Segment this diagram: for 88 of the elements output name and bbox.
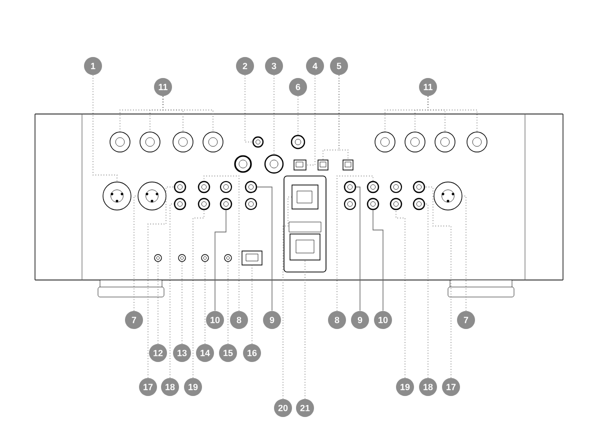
callout-number: 5 bbox=[330, 57, 348, 75]
leader-line bbox=[424, 204, 428, 378]
xlr-connector bbox=[102, 182, 132, 210]
callout-number: 10 bbox=[374, 311, 392, 329]
xlr-connector bbox=[138, 182, 166, 210]
leader-line bbox=[92, 74, 118, 182]
callout-number: 9 bbox=[351, 311, 369, 329]
callout-number: 14 bbox=[196, 344, 214, 362]
callout-number: 21 bbox=[296, 399, 314, 417]
leader-line bbox=[306, 74, 316, 166]
binding-post bbox=[172, 132, 194, 152]
rca-jack bbox=[344, 180, 356, 194]
bnc-connector bbox=[264, 154, 284, 174]
leader-line bbox=[204, 262, 206, 344]
binding-post bbox=[140, 132, 160, 152]
rca-jack bbox=[220, 198, 232, 210]
mini-jack bbox=[224, 254, 232, 262]
callout-number: 4 bbox=[306, 57, 324, 75]
callout-number: 1 bbox=[84, 57, 102, 75]
leader-line bbox=[304, 260, 306, 400]
callout-number: 7 bbox=[125, 311, 143, 329]
leader-line bbox=[170, 204, 174, 378]
rca-jack bbox=[290, 134, 306, 150]
rca-jack bbox=[390, 198, 402, 210]
callout-number: 10 bbox=[206, 311, 224, 329]
callout-number: 19 bbox=[396, 378, 414, 396]
callout-number: 11 bbox=[419, 78, 437, 96]
leader-line bbox=[204, 176, 240, 312]
leader-line bbox=[396, 210, 406, 378]
binding-post bbox=[434, 132, 456, 152]
rca-jack bbox=[252, 136, 264, 148]
binding-post bbox=[466, 132, 488, 152]
rca-jack bbox=[366, 180, 380, 194]
mini-jack bbox=[178, 254, 186, 262]
callout-number: 16 bbox=[243, 344, 261, 362]
callout-number: 2 bbox=[236, 57, 254, 75]
callout-number: 6 bbox=[289, 78, 307, 96]
power-inlet bbox=[290, 234, 320, 260]
rca-jack bbox=[412, 198, 426, 210]
optical-port bbox=[318, 160, 328, 170]
xlr-connector bbox=[434, 182, 462, 210]
leader-line bbox=[424, 186, 452, 378]
leader-line bbox=[372, 210, 384, 312]
mini-jack bbox=[201, 254, 209, 262]
rca-jack bbox=[174, 180, 186, 194]
callout-number: 9 bbox=[263, 311, 281, 329]
rca-jack bbox=[174, 198, 186, 210]
rca-jack bbox=[412, 180, 426, 194]
leader-line bbox=[134, 196, 138, 312]
leader-line bbox=[462, 196, 466, 312]
leader-line bbox=[428, 96, 478, 132]
ethernet-port bbox=[242, 250, 262, 266]
rca-jack bbox=[198, 180, 210, 194]
leader-line bbox=[192, 210, 204, 378]
rca-jack bbox=[366, 198, 380, 210]
callout-number: 18 bbox=[161, 378, 179, 396]
binding-post bbox=[110, 132, 130, 152]
leader-line bbox=[244, 74, 253, 142]
callout-number: 13 bbox=[173, 344, 191, 362]
leader-line bbox=[282, 196, 292, 400]
callout-number: 17 bbox=[442, 378, 460, 396]
callout-number: 15 bbox=[219, 344, 237, 362]
callout-number: 18 bbox=[419, 378, 437, 396]
callout-number: 20 bbox=[274, 399, 292, 417]
leader-line bbox=[148, 186, 174, 378]
power-switch bbox=[292, 184, 318, 210]
optical-port bbox=[342, 160, 354, 170]
callout-number: 8 bbox=[230, 311, 248, 329]
callout-number: 7 bbox=[457, 311, 475, 329]
binding-post bbox=[202, 132, 224, 152]
binding-post bbox=[404, 132, 426, 152]
leader-line bbox=[336, 176, 374, 312]
callout-number: 11 bbox=[154, 78, 172, 96]
leader-line bbox=[356, 186, 360, 312]
callout-number: 3 bbox=[265, 57, 283, 75]
rca-jack bbox=[244, 180, 258, 194]
callout-number: 8 bbox=[328, 311, 346, 329]
leader-line bbox=[338, 74, 348, 160]
mini-jack bbox=[154, 254, 162, 262]
callout-number: 12 bbox=[149, 344, 167, 362]
leader-line bbox=[214, 210, 226, 312]
binding-post bbox=[374, 132, 396, 152]
callout-number: 17 bbox=[139, 378, 157, 396]
rca-jack bbox=[198, 198, 210, 210]
leader-line bbox=[256, 186, 272, 312]
leader-line bbox=[162, 96, 214, 132]
callout-number: 19 bbox=[184, 378, 202, 396]
usb-port bbox=[294, 160, 306, 170]
